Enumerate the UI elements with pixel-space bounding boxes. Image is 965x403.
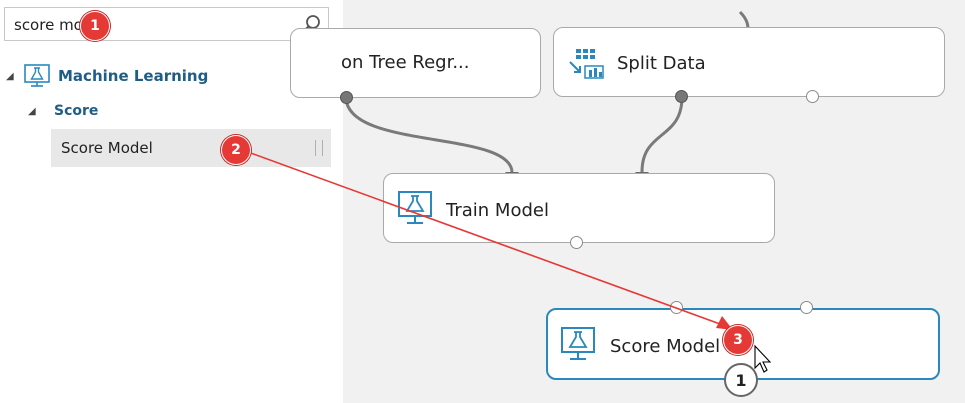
subcategory-label: Score [54, 103, 99, 119]
input-port[interactable] [800, 301, 813, 314]
output-port[interactable] [675, 90, 688, 103]
category-label: Machine Learning [58, 67, 209, 85]
node-status-badge[interactable]: 1 [724, 363, 758, 397]
train-model-icon [398, 191, 432, 224]
module-item-label: Score Model [61, 139, 153, 157]
output-port[interactable] [806, 90, 819, 103]
node-tree-regression[interactable]: on Tree Regr... [290, 28, 541, 98]
tree-category-machine-learning[interactable]: ◢ Machine Learning [6, 64, 208, 88]
node-label: on Tree Regr... [341, 52, 470, 73]
node-label: Split Data [617, 53, 706, 74]
input-port[interactable] [670, 301, 683, 314]
step-badge: 3 [723, 325, 753, 355]
node-label: Train Model [446, 200, 549, 221]
search-box[interactable]: score mo [4, 7, 329, 41]
drag-handle-icon[interactable] [315, 140, 323, 156]
node-label: Score Model [610, 336, 721, 357]
step-badge: 1 [80, 11, 110, 41]
node-train-model[interactable]: Train Model [383, 173, 775, 243]
node-split-data[interactable]: Split Data [553, 27, 945, 97]
output-port[interactable] [340, 91, 353, 104]
expand-caret-icon[interactable]: ◢ [6, 70, 14, 82]
output-port[interactable] [570, 236, 583, 249]
tree-subcategory-score[interactable]: ◢ Score [28, 103, 98, 119]
step-badge: 2 [221, 135, 251, 165]
split-data-icon [569, 49, 604, 79]
machine-learning-icon [24, 64, 50, 87]
search-input[interactable]: score mo [14, 16, 83, 34]
score-model-icon [561, 327, 595, 360]
module-item-score-model[interactable]: Score Model [51, 129, 331, 167]
expand-caret-icon[interactable]: ◢ [28, 105, 36, 117]
